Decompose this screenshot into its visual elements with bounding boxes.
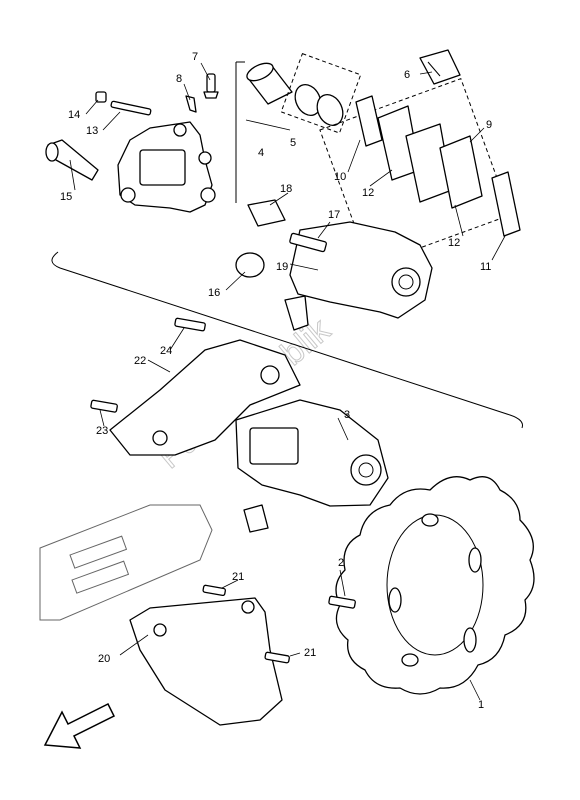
brake-pad-3 <box>439 135 483 209</box>
disc-guard <box>129 597 283 726</box>
callout-21a: 21 <box>232 571 244 583</box>
guard-bolt-24 <box>174 317 206 332</box>
callout-19: 19 <box>276 261 288 273</box>
callout-13: 13 <box>86 125 98 137</box>
front-direction-arrow-icon <box>43 702 116 749</box>
callout-10: 10 <box>334 171 346 183</box>
swingarm-outline <box>39 504 213 621</box>
brake-disc <box>335 476 535 695</box>
callout-7: 7 <box>192 51 198 63</box>
callout-9: 9 <box>486 119 492 131</box>
callout-14: 14 <box>68 109 80 121</box>
pad-shim-right <box>491 171 521 237</box>
callout-24: 24 <box>160 345 172 357</box>
callout-15: 15 <box>60 191 72 203</box>
callout-1: 1 <box>478 699 484 711</box>
callout-18: 18 <box>280 183 292 195</box>
callout-17: 17 <box>328 209 340 221</box>
callout-16: 16 <box>208 287 220 299</box>
disc-guard-bolt-upper <box>202 584 226 597</box>
caliper-guard <box>109 339 301 456</box>
group-bracket <box>51 251 523 429</box>
piston-seal-2 <box>316 93 344 127</box>
callout-2: 2 <box>338 557 344 569</box>
piston <box>246 62 293 105</box>
bracket-bolt <box>289 232 327 253</box>
callout-21b: 21 <box>304 647 316 659</box>
pad-support-plate <box>419 49 461 85</box>
callout-6: 6 <box>404 69 410 81</box>
sleeve-collar <box>247 199 286 227</box>
callout-22: 22 <box>134 355 146 367</box>
bleed-cap <box>185 95 197 113</box>
disc-guard-bolt-lower <box>264 651 290 664</box>
disc-bolt <box>328 595 356 609</box>
callout-4: 4 <box>258 147 264 159</box>
piston-seal-1 <box>294 83 322 117</box>
slide-pin-bolt <box>45 139 99 181</box>
callout-5: 5 <box>290 137 296 149</box>
callout-12b: 12 <box>448 237 460 249</box>
callout-11: 11 <box>480 261 491 273</box>
callout-8: 8 <box>176 73 182 85</box>
callout-23: 23 <box>96 425 108 437</box>
rubber-boot <box>235 252 265 278</box>
upper-caliper-body <box>117 121 216 213</box>
callout-3: 3 <box>344 409 350 421</box>
lower-caliper-assembly <box>235 399 389 533</box>
guard-bolt-23 <box>90 399 118 413</box>
callout-12a: 12 <box>362 187 374 199</box>
bleed-screw <box>203 73 219 99</box>
pad-pin <box>110 100 152 116</box>
pad-shim-left <box>355 95 383 147</box>
pin-plug <box>95 91 107 103</box>
callout-20: 20 <box>98 653 110 665</box>
